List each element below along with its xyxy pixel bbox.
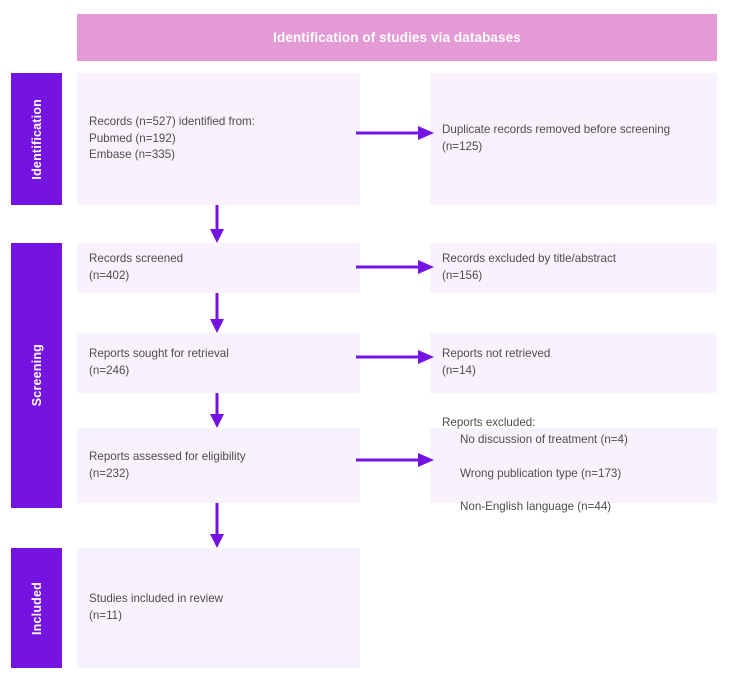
stage-bar-identification: Identification	[11, 73, 62, 205]
node-reports-excluded-reason-1: No discussion of treatment (n=4)	[460, 432, 628, 446]
node-reports-excluded-reason-3: Non-English language (n=44)	[460, 500, 612, 514]
node-reports-assessed-for-eligibility-text: Reports assessed for eligibility (n=232)	[89, 449, 246, 480]
node-reports-excluded: Reports excluded: No discussion of treat…	[430, 416, 717, 513]
stage-label-screening: Screening	[29, 344, 44, 407]
node-duplicate-records-removed: Duplicate records removed before screeni…	[430, 73, 717, 205]
diagram-header-banner: Identification of studies via databases	[77, 14, 717, 61]
node-reports-excluded-text: Reports excluded: No discussion of treat…	[442, 398, 628, 532]
arrow-right-icon-reports-assessed	[356, 450, 434, 470]
arrow-down-icon-to-reports-sought	[207, 293, 227, 333]
node-records-screened-text: Records screened (n=402)	[89, 252, 184, 282]
node-records-excluded: Records excluded by title/abstract (n=15…	[430, 243, 717, 293]
arrow-right-icon-identification	[356, 123, 434, 143]
node-reports-sought-for-retrieval: Reports sought for retrieval (n=246)	[77, 333, 360, 393]
arrow-right-icon-records-screened	[356, 257, 434, 277]
node-records-screened: Records screened (n=402)	[77, 243, 360, 293]
arrow-down-icon-to-studies-included	[207, 503, 227, 548]
node-records-identified-text: Records (n=527) identified from: Pubmed …	[89, 114, 255, 162]
stage-label-identification: Identification	[29, 98, 44, 180]
node-reports-not-retrieved: Reports not retrieved (n=14)	[430, 333, 717, 393]
stage-bar-included: Included	[11, 548, 62, 668]
stage-bar-screening: Screening	[11, 243, 62, 508]
node-reports-excluded-heading: Reports excluded:	[442, 416, 536, 430]
node-studies-included-in-review-text: Studies included in review (n=11)	[89, 592, 224, 622]
node-reports-assessed-for-eligibility: Reports assessed for eligibility (n=232)	[77, 428, 360, 503]
node-studies-included-in-review: Studies included in review (n=11)	[77, 548, 360, 668]
diagram-title: Identification of studies via databases	[273, 30, 521, 45]
arrow-down-icon-to-reports-assessed	[207, 393, 227, 428]
node-reports-not-retrieved-text: Reports not retrieved (n=14)	[442, 347, 551, 377]
node-reports-sought-for-retrieval-text: Reports sought for retrieval (n=246)	[89, 347, 229, 377]
arrow-down-icon-to-records-screened	[207, 205, 227, 243]
node-records-identified: Records (n=527) identified from: Pubmed …	[77, 73, 360, 205]
node-duplicate-records-removed-text: Duplicate records removed before screeni…	[442, 123, 671, 153]
node-reports-excluded-reason-2: Wrong publication type (n=173)	[460, 466, 622, 480]
stage-label-included: Included	[29, 581, 44, 635]
arrow-right-icon-reports-sought	[356, 347, 434, 367]
node-records-excluded-text: Records excluded by title/abstract (n=15…	[442, 252, 616, 282]
